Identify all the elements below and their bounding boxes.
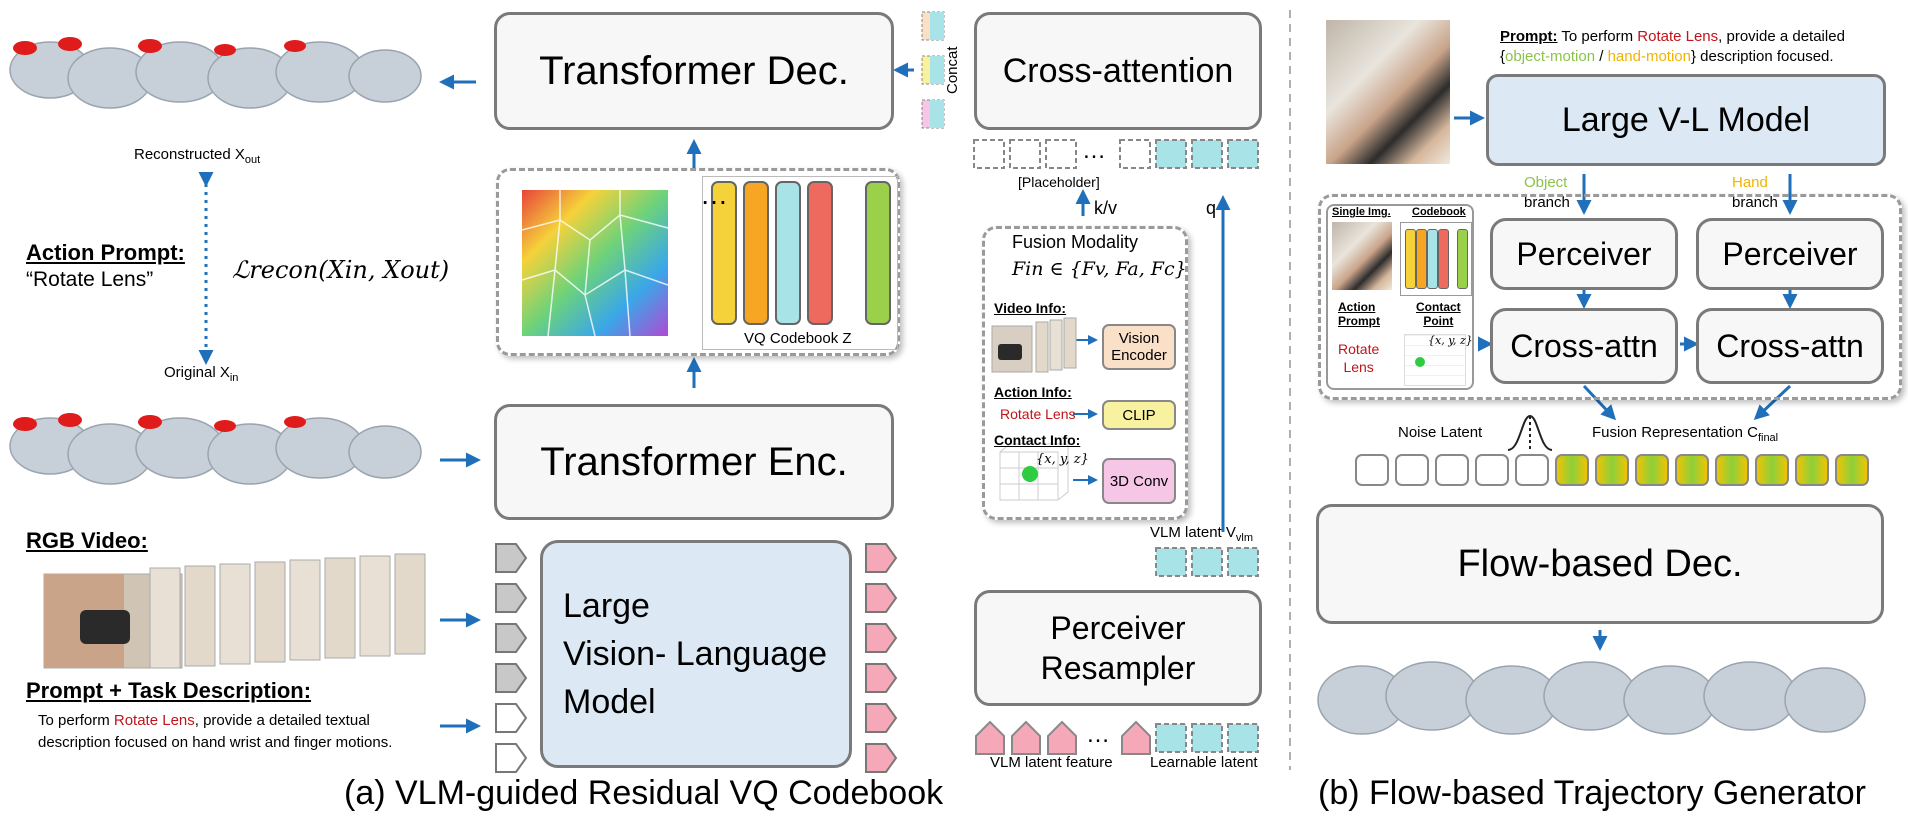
fusion-title: Fusion Modality [1012,232,1139,252]
contact-grid-small [1404,334,1466,386]
perceiver-resampler-box: Perceiver Resampler [974,590,1262,706]
caption-a: (a) VLM-guided Residual VQ Codebook [344,774,944,812]
resampler-input-tokens [975,720,1259,755]
clip-box: CLIP [1102,400,1176,430]
hand-fingertips-original [13,413,306,432]
single-img-thumb [1332,222,1392,290]
arrow-to-fusion-left [1582,384,1617,421]
hand-mesh-generated [1317,661,1866,735]
fusion-representation-label: Fusion Representation Cfinal [1592,424,1779,444]
contact-info-label: Contact Info: [994,432,1081,448]
rgb-video-title: RGB Video: [26,528,148,553]
conv3d-box: 3D Conv [1102,458,1176,504]
placeholder-label: [Placeholder] [1018,174,1100,190]
action-prompt-value: “Rotate Lens” [26,268,154,291]
branch-container [1318,194,1902,400]
codebook-small-label: Codebook [1412,206,1466,218]
caption-b: (b) Flow-based Trajectory Generator [1318,774,1866,812]
codebook-container [496,168,900,356]
object-label: Object [1524,174,1568,191]
perceiver-object: Perceiver [1490,218,1678,290]
noise-latent-label: Noise Latent [1398,424,1483,441]
vlm-latent-label: VLM latent Vvlm [1150,524,1253,544]
vlm-output-tokens [865,543,898,773]
single-image-photo [1326,20,1450,164]
cross-attn-object: Cross-attn [1490,308,1678,384]
hand-mesh-reconstructed [9,41,422,109]
prompt-b-line2: {object-motion / hand-motion} descriptio… [1500,48,1834,65]
transformer-encoder: Transformer Enc. [494,404,894,520]
action-info-value: Rotate Lens [1000,406,1076,422]
fusion-representation-tokens [1555,454,1869,486]
transformer-decoder: Transformer Dec. [494,12,894,130]
hand-mesh-original [9,417,422,485]
action-info-label: Action Info: [994,384,1072,400]
prompt-task-title: Prompt + Task Description: [26,678,312,703]
loss-formula: ℒrecon(Xin, Xout) [232,256,450,284]
codebook-voronoi [521,190,669,337]
flow-based-decoder: Flow-based Dec. [1316,504,1884,624]
object-branch-label: branch [1524,194,1570,211]
resampler-dots: … [1086,721,1110,748]
noise-latent-tokens [1355,454,1549,486]
arrow-to-fusion-right [1753,384,1792,421]
cross-attn-hand: Cross-attn [1696,308,1884,384]
large-vl-model-box: Large V-L Model [1486,74,1886,166]
q-label: q [1206,198,1217,218]
rgb-video-frames [43,553,426,669]
concat-tokens [921,11,945,129]
video-info-thumbnails [991,317,1077,373]
hand-fingertips-reconstructed [13,37,306,56]
contact-xyz-small: {x, y, z} [1428,334,1473,347]
action-prompt-title: Action Prompt: [26,240,185,265]
single-img-label: Single Img. [1332,206,1391,218]
vlm-line2: Vision- Language [563,635,828,673]
gaussian-curve-icon [1507,414,1553,451]
contact-xyz: {x, y, z} [1036,452,1089,467]
fusion-modality-box [982,226,1188,520]
hand-branch-label: branch [1732,194,1778,211]
codebook-bars-frame [702,176,898,350]
learnable-latent-label: Learnable latent [1150,754,1258,771]
vlm-latent-tokens [1155,547,1259,577]
prompt-task-line1: To perform Rotate Lens, provide a detail… [38,712,370,729]
codebook-label: VQ Codebook Z [744,330,852,347]
video-info-label: Video Info: [994,300,1067,316]
contact-dot-small [1415,357,1425,367]
contact-point-dot [1022,466,1038,482]
placeholder-tokens [973,139,1259,169]
cross-attention-box: Cross-attention [974,12,1262,130]
codebook-small-frame [1400,222,1472,296]
perceiver-resampler-line2: Resampler [1040,650,1196,686]
concat-label: Concat [944,46,961,94]
vlm-latent-feature-label: VLM latent feature [990,754,1113,771]
prompt-b-line1: Prompt: To perform Rotate Lens, provide … [1500,28,1845,45]
vision-encoder-box: Vision Encoder [1102,324,1176,370]
placeholder-dots: … [1082,137,1106,164]
original-label: Original Xin [164,364,239,384]
codebook-dots: … [700,179,728,210]
reconstructed-label: Reconstructed Xout [134,146,261,166]
kv-label: k/v [1094,198,1118,218]
vlm-input-tokens [495,543,528,773]
prompt-task-line2: description focused on hand wrist and fi… [38,734,393,751]
large-vlm-box: Large Vision- Language Model [540,540,852,768]
vlm-line3: Model [563,683,656,721]
codebook-bars [711,181,891,325]
perceiver-hand: Perceiver [1696,218,1884,290]
fusion-formula: Fin ∈ {Fv, Fa, Fc} [1012,258,1187,280]
hand-label: Hand [1732,174,1768,191]
vlm-line1: Large [563,587,650,625]
perceiver-resampler-line1: Perceiver [1050,610,1186,646]
